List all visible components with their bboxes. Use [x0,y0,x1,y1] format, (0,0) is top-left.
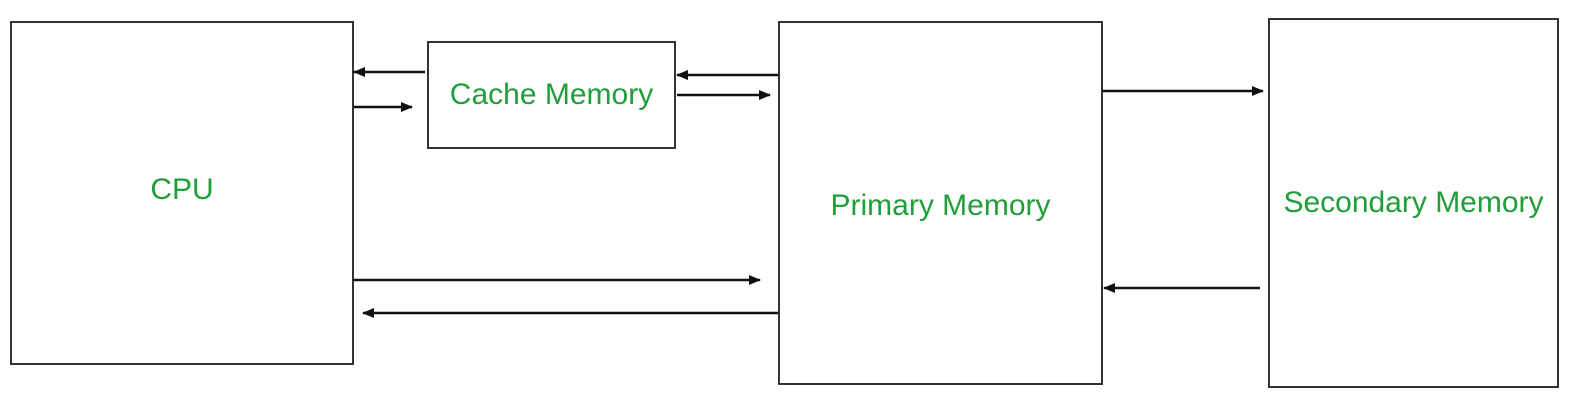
cache-memory-box: Cache Memory [427,41,676,149]
primary-memory-box: Primary Memory [778,21,1103,385]
secondary-memory-box: Secondary Memory [1268,18,1559,388]
cpu-box: CPU [10,21,354,365]
cpu-label: CPU [150,173,214,206]
primary-memory-label: Primary Memory [830,189,1051,222]
secondary-memory-label: Secondary Memory [1283,186,1544,219]
cache-memory-label: Cache Memory [449,78,654,111]
